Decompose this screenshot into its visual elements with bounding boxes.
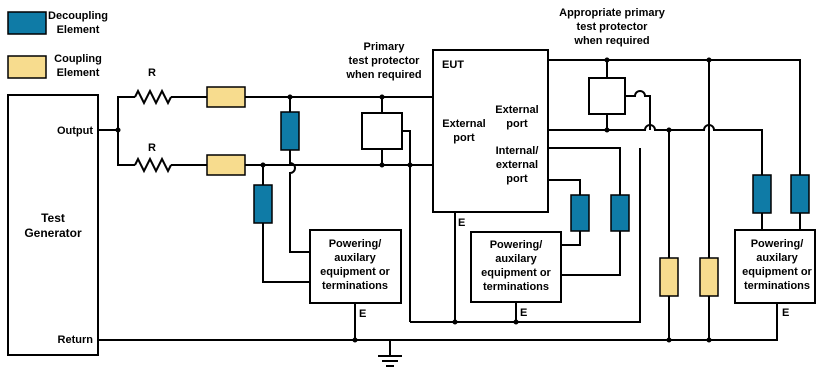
powering-box-3-line3: equipment or xyxy=(742,266,812,278)
resistor-top-label: R xyxy=(148,67,156,79)
box1-return-junction xyxy=(352,337,358,343)
powering-box-3-line2: auxilary xyxy=(756,252,798,264)
powering-box-3-line1: Powering/ xyxy=(751,238,804,250)
output-label: Output xyxy=(57,125,93,137)
primary-protector-label-line2: test protector xyxy=(349,55,421,67)
eut-external-port-left-line1: External xyxy=(442,118,485,130)
ext-port-line-b xyxy=(548,124,763,175)
eut-earth-label: E xyxy=(458,217,465,229)
eut-ground-rail xyxy=(410,148,641,323)
ext-port-line-a xyxy=(548,59,801,175)
return-label: Return xyxy=(58,334,94,346)
powering-box-3 xyxy=(734,229,816,304)
line2-ground-junction xyxy=(407,162,413,168)
eut-title: EUT xyxy=(442,59,464,71)
decoupling-element-ext-2 xyxy=(790,174,810,214)
decoupling-element-int-1 xyxy=(570,194,590,232)
appropriate-protector-label-line2: test protector xyxy=(577,21,649,33)
coupling-element-top xyxy=(206,86,246,108)
powering-box-2-line1: Powering/ xyxy=(490,239,543,251)
eut-external-port-left-line2: port xyxy=(453,132,475,144)
decoupling-element-int-2 xyxy=(610,194,630,232)
eut-internal-port-line2: external xyxy=(496,159,538,171)
int-decoupling-wire-2 xyxy=(561,231,621,276)
decoupling-element-line2 xyxy=(253,184,273,224)
legend-decoupling-label-line1: Decoupling xyxy=(48,10,108,22)
test-generator-box xyxy=(7,94,99,356)
int-port-line-b xyxy=(548,179,581,195)
appropriate-protector-label-line1: Appropriate primary xyxy=(559,7,666,19)
eut-internal-port-line1: Internal/ xyxy=(496,145,539,157)
coupling-element-ext-2 xyxy=(699,257,719,297)
legend-coupling-label-line1: Coupling xyxy=(54,53,102,65)
decoupling-element-ext-1 xyxy=(752,174,772,214)
int-decoupling-wire-1 xyxy=(561,231,581,246)
resistor-bottom xyxy=(134,156,172,174)
resistor-bottom-label: R xyxy=(148,142,156,154)
legend-coupling-swatch xyxy=(7,55,47,79)
appropriate-test-protector xyxy=(588,77,626,115)
powering-box-1-earth-label: E xyxy=(359,308,366,320)
powering-box-3-earth-label: E xyxy=(782,307,789,319)
powering-box-1-line2: auxilary xyxy=(334,252,376,264)
coupling-element-bottom xyxy=(206,154,246,176)
output-split-wire xyxy=(117,96,135,166)
legend-decoupling-label-line2: Element xyxy=(57,24,100,36)
primary-protector-junction xyxy=(379,162,385,168)
powering-box-2-line2: auxilary xyxy=(495,253,537,265)
primary-test-protector xyxy=(361,112,403,150)
powering-box-3-line4: terminations xyxy=(744,280,810,292)
earth-ground-icon xyxy=(378,340,402,367)
legend-decoupling-swatch xyxy=(7,11,47,35)
eut-external-port-right-line1: External xyxy=(495,104,538,116)
appropriate-protector-label-line3: when required xyxy=(573,35,649,47)
eut-ground-junction xyxy=(452,319,458,325)
eut-external-port-right-line2: port xyxy=(506,118,528,130)
int-port-line-a xyxy=(548,147,621,195)
primary-protector-label-line3: when required xyxy=(345,69,421,81)
powering-box-2-line4: terminations xyxy=(483,281,549,293)
line1-decoupling-wire xyxy=(289,97,310,253)
powering-box-2-earth-label: E xyxy=(520,307,527,319)
eut-box xyxy=(432,49,549,213)
powering-box-1 xyxy=(309,229,402,304)
powering-box-1-line4: terminations xyxy=(322,280,388,292)
coupling-element-ext-1 xyxy=(659,257,679,297)
coupling-return-junction-2 xyxy=(706,337,712,343)
ext-decoupling-wires xyxy=(761,213,801,230)
decoupling-element-line1 xyxy=(280,111,300,151)
primary-protector-label-line1: Primary xyxy=(364,41,406,53)
powering-box-2-line3: equipment or xyxy=(481,267,551,279)
eut-internal-port-line3: port xyxy=(506,173,528,185)
resistor-top xyxy=(134,88,172,106)
legend-coupling-label-line2: Element xyxy=(57,67,100,79)
powering-box-1-line1: Powering/ xyxy=(329,238,382,250)
coupling-return-junction xyxy=(666,337,672,343)
box2-ground-junction xyxy=(513,319,519,325)
line2-decoupling-wire xyxy=(262,165,310,283)
test-generator-title-line1: Test xyxy=(41,211,65,225)
powering-box-1-line3: equipment or xyxy=(320,266,390,278)
primary-protector-wires xyxy=(381,130,411,165)
resistor-to-coupling-wire xyxy=(171,96,207,166)
test-generator-title-line2: Generator xyxy=(24,226,82,240)
appropriate-protector-side-wire xyxy=(625,90,651,130)
